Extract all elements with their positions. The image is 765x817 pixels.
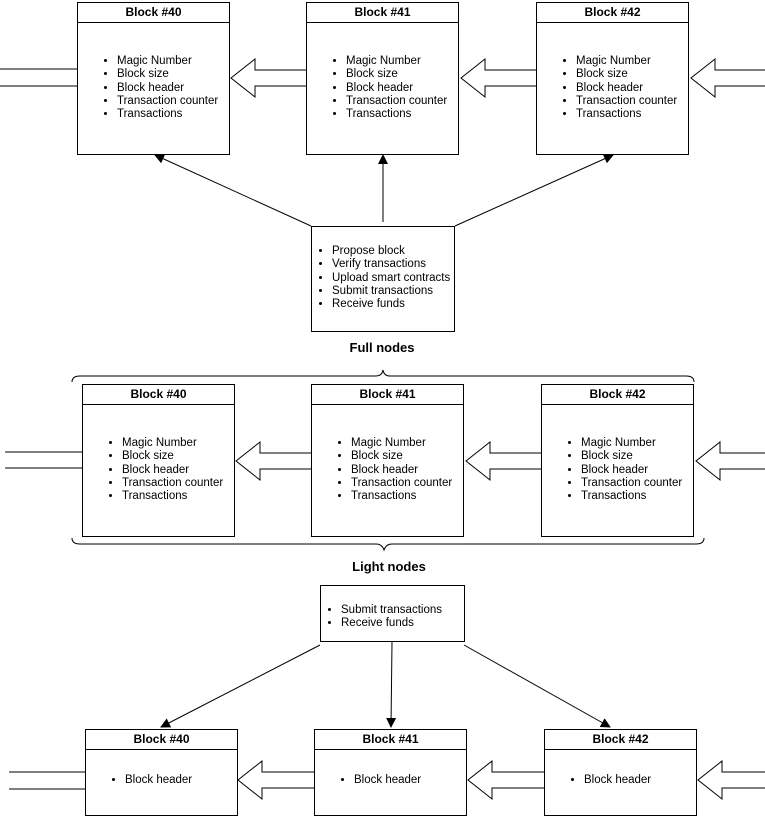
block-title: Block #42 [542,385,693,405]
light-node-functions: Submit transactions Receive funds [321,586,464,631]
block-field: Transaction counter [122,477,234,490]
full-node-function: Receive funds [332,298,454,311]
full-nodes-brace [71,369,695,383]
block-field: Transactions [576,108,688,121]
block-field: Transactions [581,490,693,503]
block-field: Block header [354,774,466,787]
block-link-arrow [235,440,765,482]
block-field: Transactions [117,108,229,121]
block-field: Transaction counter [117,95,229,108]
block-field: Block header [125,774,237,787]
block-title: Block #40 [83,385,234,405]
block-link-arrow [237,759,765,801]
block-field: Block size [346,68,458,81]
block-field: Transaction counter [576,95,688,108]
light-chain-block-41: Block #41 Magic Number Block size Block … [311,384,464,537]
block-field: Block size [576,68,688,81]
block-fields: Magic Number Block size Block header Tra… [537,23,688,121]
block-link-arrow [230,57,765,99]
light-node-function: Submit transactions [341,604,464,617]
block-field: Magic Number [581,437,693,450]
block-fields: Magic Number Block size Block header Tra… [307,23,458,121]
block-fields: Block header [86,750,237,787]
block-field: Block size [351,450,463,463]
full-node-function: Verify transactions [332,258,454,271]
full-chain-block-41: Block #41 Magic Number Block size Block … [306,2,459,155]
full-node-arrows [154,154,614,227]
block-field: Block size [122,450,234,463]
block-field: Transaction counter [346,95,458,108]
block-field: Magic Number [346,55,458,68]
block-field: Block header [122,464,234,477]
header-chain-block-42: Block #42 Block header [544,729,697,816]
block-field: Magic Number [122,437,234,450]
block-field: Block header [346,82,458,95]
block-title: Block #41 [312,385,463,405]
block-field: Transaction counter [581,477,693,490]
block-field: Block size [581,450,693,463]
block-field: Transaction counter [351,477,463,490]
chain-incoming-lines-bottom [9,771,85,790]
block-title: Block #42 [545,730,696,750]
chain-incoming-lines-top [0,68,77,87]
light-nodes-label: Light nodes [352,559,426,574]
block-field: Block header [581,464,693,477]
block-fields: Magic Number Block size Block header Tra… [78,23,229,121]
chain-incoming-lines-middle [5,451,82,469]
block-fields: Magic Number Block size Block header Tra… [83,405,234,503]
block-title: Block #41 [307,3,458,23]
block-fields: Block header [315,750,466,787]
block-title: Block #40 [78,3,229,23]
block-field: Transactions [351,490,463,503]
full-node-function: Submit transactions [332,285,454,298]
full-chain-block-42: Block #42 Magic Number Block size Block … [536,2,689,155]
block-fields: Magic Number Block size Block header Tra… [312,405,463,503]
block-field: Block header [584,774,696,787]
block-field: Magic Number [576,55,688,68]
full-chain-block-40: Block #40 Magic Number Block size Block … [77,2,230,155]
block-title: Block #40 [86,730,237,750]
block-field: Block header [576,82,688,95]
light-node-functions-box: Submit transactions Receive funds [320,585,465,642]
block-field: Transactions [122,490,234,503]
light-node-function: Receive funds [341,617,464,630]
full-node-functions-box: Propose block Verify transactions Upload… [311,226,455,332]
block-field: Block header [351,464,463,477]
block-field: Block size [117,68,229,81]
block-fields: Block header [545,750,696,787]
block-field: Magic Number [117,55,229,68]
full-node-functions: Propose block Verify transactions Upload… [312,227,454,311]
block-field: Transactions [346,108,458,121]
block-field: Magic Number [351,437,463,450]
full-node-function: Propose block [332,245,454,258]
light-node-arrows [160,641,611,728]
full-nodes-label: Full nodes [349,340,415,355]
block-field: Block header [117,82,229,95]
light-chain-block-42: Block #42 Magic Number Block size Block … [541,384,694,537]
light-nodes-brace [71,537,705,552]
light-chain-block-40: Block #40 Magic Number Block size Block … [82,384,235,537]
block-title: Block #42 [537,3,688,23]
full-node-function: Upload smart contracts [332,272,454,285]
block-fields: Magic Number Block size Block header Tra… [542,405,693,503]
header-chain-block-40: Block #40 Block header [85,729,238,816]
block-title: Block #41 [315,730,466,750]
header-chain-block-41: Block #41 Block header [314,729,467,816]
